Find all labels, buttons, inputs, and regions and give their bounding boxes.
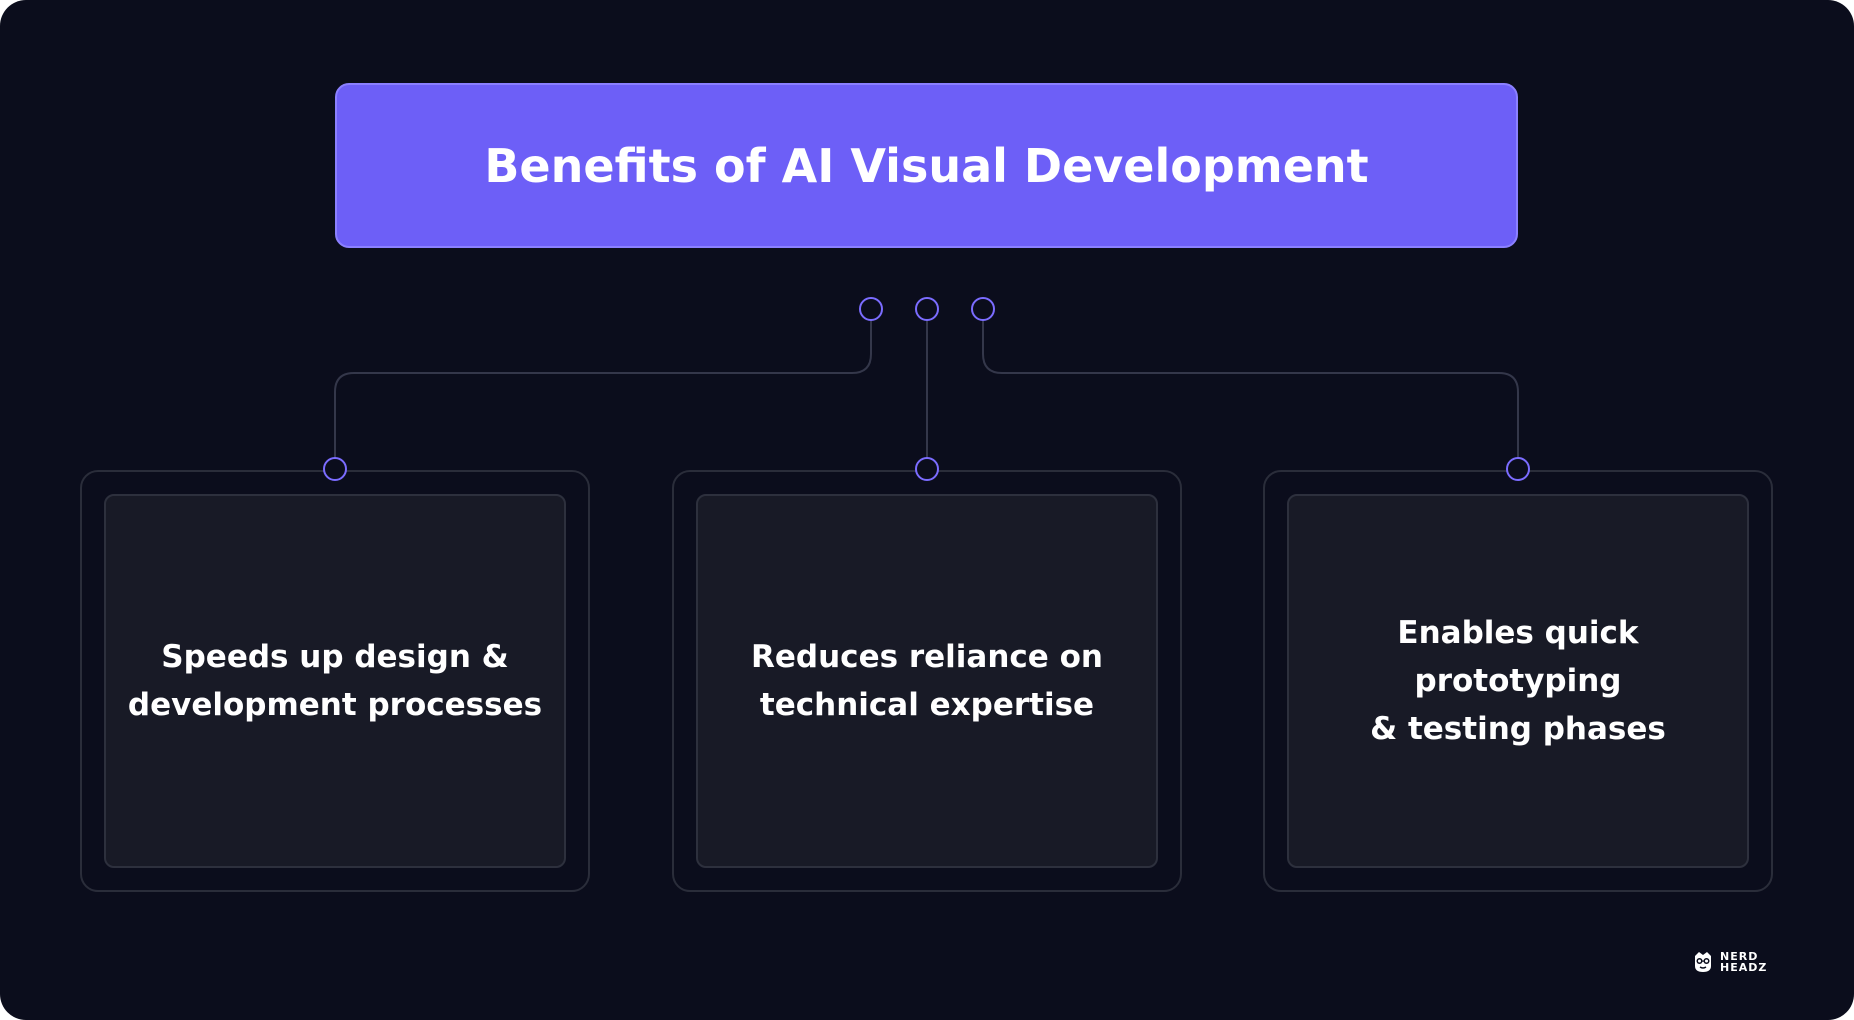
card-1-text: Speeds up design & development processes (125, 633, 545, 729)
logo-line-1: NERD (1720, 950, 1759, 963)
card-1-line-2: development processes (127, 687, 543, 723)
top-node-middle (915, 297, 939, 321)
logo-wordmark: NERD HEADZ (1720, 951, 1767, 973)
brand-logo: NERD HEADZ (1692, 948, 1767, 976)
card-node-left (323, 457, 347, 481)
top-node-left (859, 297, 883, 321)
diagram-title: Benefits of AI Visual Development (484, 138, 1369, 193)
card-1-inner: Speeds up design & development processes (104, 494, 566, 868)
card-2-line-1: Reduces reliance on (751, 639, 1103, 675)
card-3: Enables quick prototyping & testing phas… (1263, 470, 1773, 892)
card-3-inner: Enables quick prototyping & testing phas… (1287, 494, 1749, 868)
nerd-face-icon (1695, 952, 1711, 972)
logo-line-2: HEADZ (1720, 961, 1768, 974)
title-box: Benefits of AI Visual Development (335, 83, 1518, 248)
card-2: Reduces reliance on technical expertise (672, 470, 1182, 892)
card-2-inner: Reduces reliance on technical expertise (696, 494, 1158, 868)
card-3-line-2: & testing phases (1370, 711, 1666, 747)
card-3-line-1: Enables quick prototyping (1397, 615, 1639, 699)
card-node-right (1506, 457, 1530, 481)
card-1: Speeds up design & development processes (80, 470, 590, 892)
connector-left (334, 320, 872, 460)
card-node-middle (915, 457, 939, 481)
connector-right (982, 320, 1519, 460)
card-1-line-1: Speeds up design & (161, 639, 509, 675)
card-2-line-2: technical expertise (759, 687, 1095, 723)
card-2-text: Reduces reliance on technical expertise (717, 633, 1137, 729)
card-3-text: Enables quick prototyping & testing phas… (1308, 609, 1728, 753)
top-node-right (971, 297, 995, 321)
